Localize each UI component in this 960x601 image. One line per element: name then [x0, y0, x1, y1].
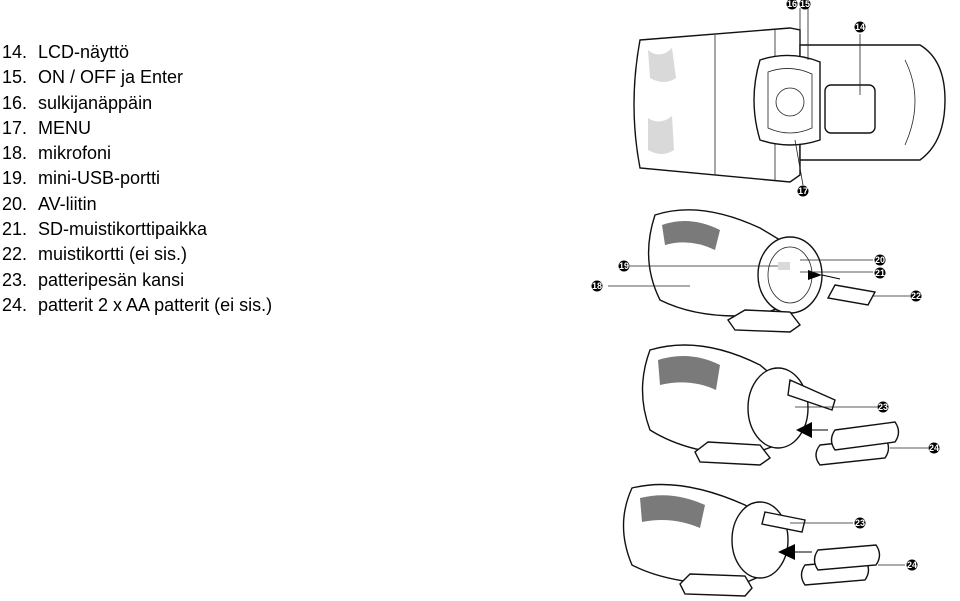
- callout-24-second: 24: [906, 559, 918, 571]
- legend-item-24: 24. patterit 2 x AA patterit (ei sis.): [2, 293, 272, 318]
- legend-text: patteripesän kansi: [38, 269, 185, 290]
- callout-24-first: 24: [928, 442, 940, 454]
- callout-18: 18: [591, 280, 603, 292]
- legend-text: AV-liitin: [38, 193, 97, 214]
- camera-battery-view-2: [622, 483, 905, 597]
- svg-text:21: 21: [875, 268, 885, 278]
- callout-21: 21: [874, 267, 886, 279]
- legend-item-19: 19. mini-USB-portti: [2, 166, 272, 191]
- lcd-screen: [824, 84, 876, 134]
- svg-text:17: 17: [798, 186, 808, 196]
- svg-text:19: 19: [619, 261, 629, 271]
- legend-item-20: 20. AV-liitin: [2, 192, 272, 217]
- legend-text: LCD-näyttö: [38, 42, 130, 62]
- svg-text:14: 14: [855, 22, 865, 32]
- camera-battery-view-1: [641, 344, 928, 466]
- legend-number: 20.: [2, 193, 28, 214]
- legend-item-18: 18. mikrofoni: [2, 141, 272, 166]
- camera-side-view-ports: [608, 209, 910, 333]
- callout-19: 19: [618, 260, 630, 272]
- callout-16: 16: [786, 0, 798, 10]
- legend-number: 17.: [2, 117, 28, 138]
- legend-number: 21.: [2, 219, 28, 240]
- callout-17: 17: [797, 185, 809, 197]
- callout-23-second: 23: [854, 517, 866, 529]
- camera-top-view: [633, 8, 946, 186]
- legend-number: 24.: [2, 294, 28, 315]
- callout-23-first: 23: [877, 401, 889, 413]
- legend-number: 18.: [2, 143, 28, 164]
- legend-item-16: 16. sulkijanäppäin: [2, 91, 272, 116]
- callout-20: 20: [874, 254, 886, 266]
- parts-legend: 14. LCD-näyttö 15. ON / OFF ja Enter 16. su…: [2, 40, 272, 318]
- svg-text:24: 24: [929, 443, 939, 453]
- svg-text:16: 16: [787, 0, 797, 9]
- svg-text:15: 15: [800, 0, 810, 9]
- legend-text: ON / OFF ja Enter: [38, 67, 184, 88]
- legend-text: patterit 2 x AA patterit (ei sis.): [38, 294, 273, 315]
- legend-item-14: 14. LCD-näyttö: [2, 40, 272, 65]
- svg-text:18: 18: [592, 281, 602, 291]
- legend-item-23: 23. patteripesän kansi: [2, 268, 272, 293]
- legend-number: 23.: [2, 269, 28, 290]
- legend-number: 16.: [2, 92, 28, 113]
- legend-item-21: 21. SD-muistikorttipaikka: [2, 217, 272, 242]
- legend-text: MENU: [38, 117, 91, 138]
- legend-number: 14.: [2, 42, 28, 62]
- legend-text: mini-USB-portti: [38, 168, 161, 189]
- callout-22: 22: [910, 290, 922, 302]
- legend-number: 22.: [2, 244, 28, 265]
- callout-15: 15: [799, 0, 811, 10]
- legend-text: sulkijanäppäin: [38, 92, 153, 113]
- legend-text: SD-muistikorttipaikka: [38, 219, 208, 240]
- legend-number: 19.: [2, 168, 28, 189]
- legend-item-17: 17. MENU: [2, 116, 272, 141]
- svg-text:22: 22: [911, 291, 921, 301]
- sd-card: [826, 284, 877, 306]
- svg-text:20: 20: [875, 255, 885, 265]
- legend-number: 15.: [2, 67, 28, 88]
- legend-text: muistikortti (ei sis.): [38, 244, 188, 265]
- legend-item-15: 15. ON / OFF ja Enter: [2, 65, 272, 90]
- svg-text:23: 23: [855, 518, 865, 528]
- callout-14: 14: [854, 21, 866, 33]
- svg-text:24: 24: [907, 560, 917, 570]
- legend-item-22: 22. muistikortti (ei sis.): [2, 242, 272, 267]
- svg-text:23: 23: [878, 402, 888, 412]
- legend-text: mikrofoni: [38, 143, 112, 164]
